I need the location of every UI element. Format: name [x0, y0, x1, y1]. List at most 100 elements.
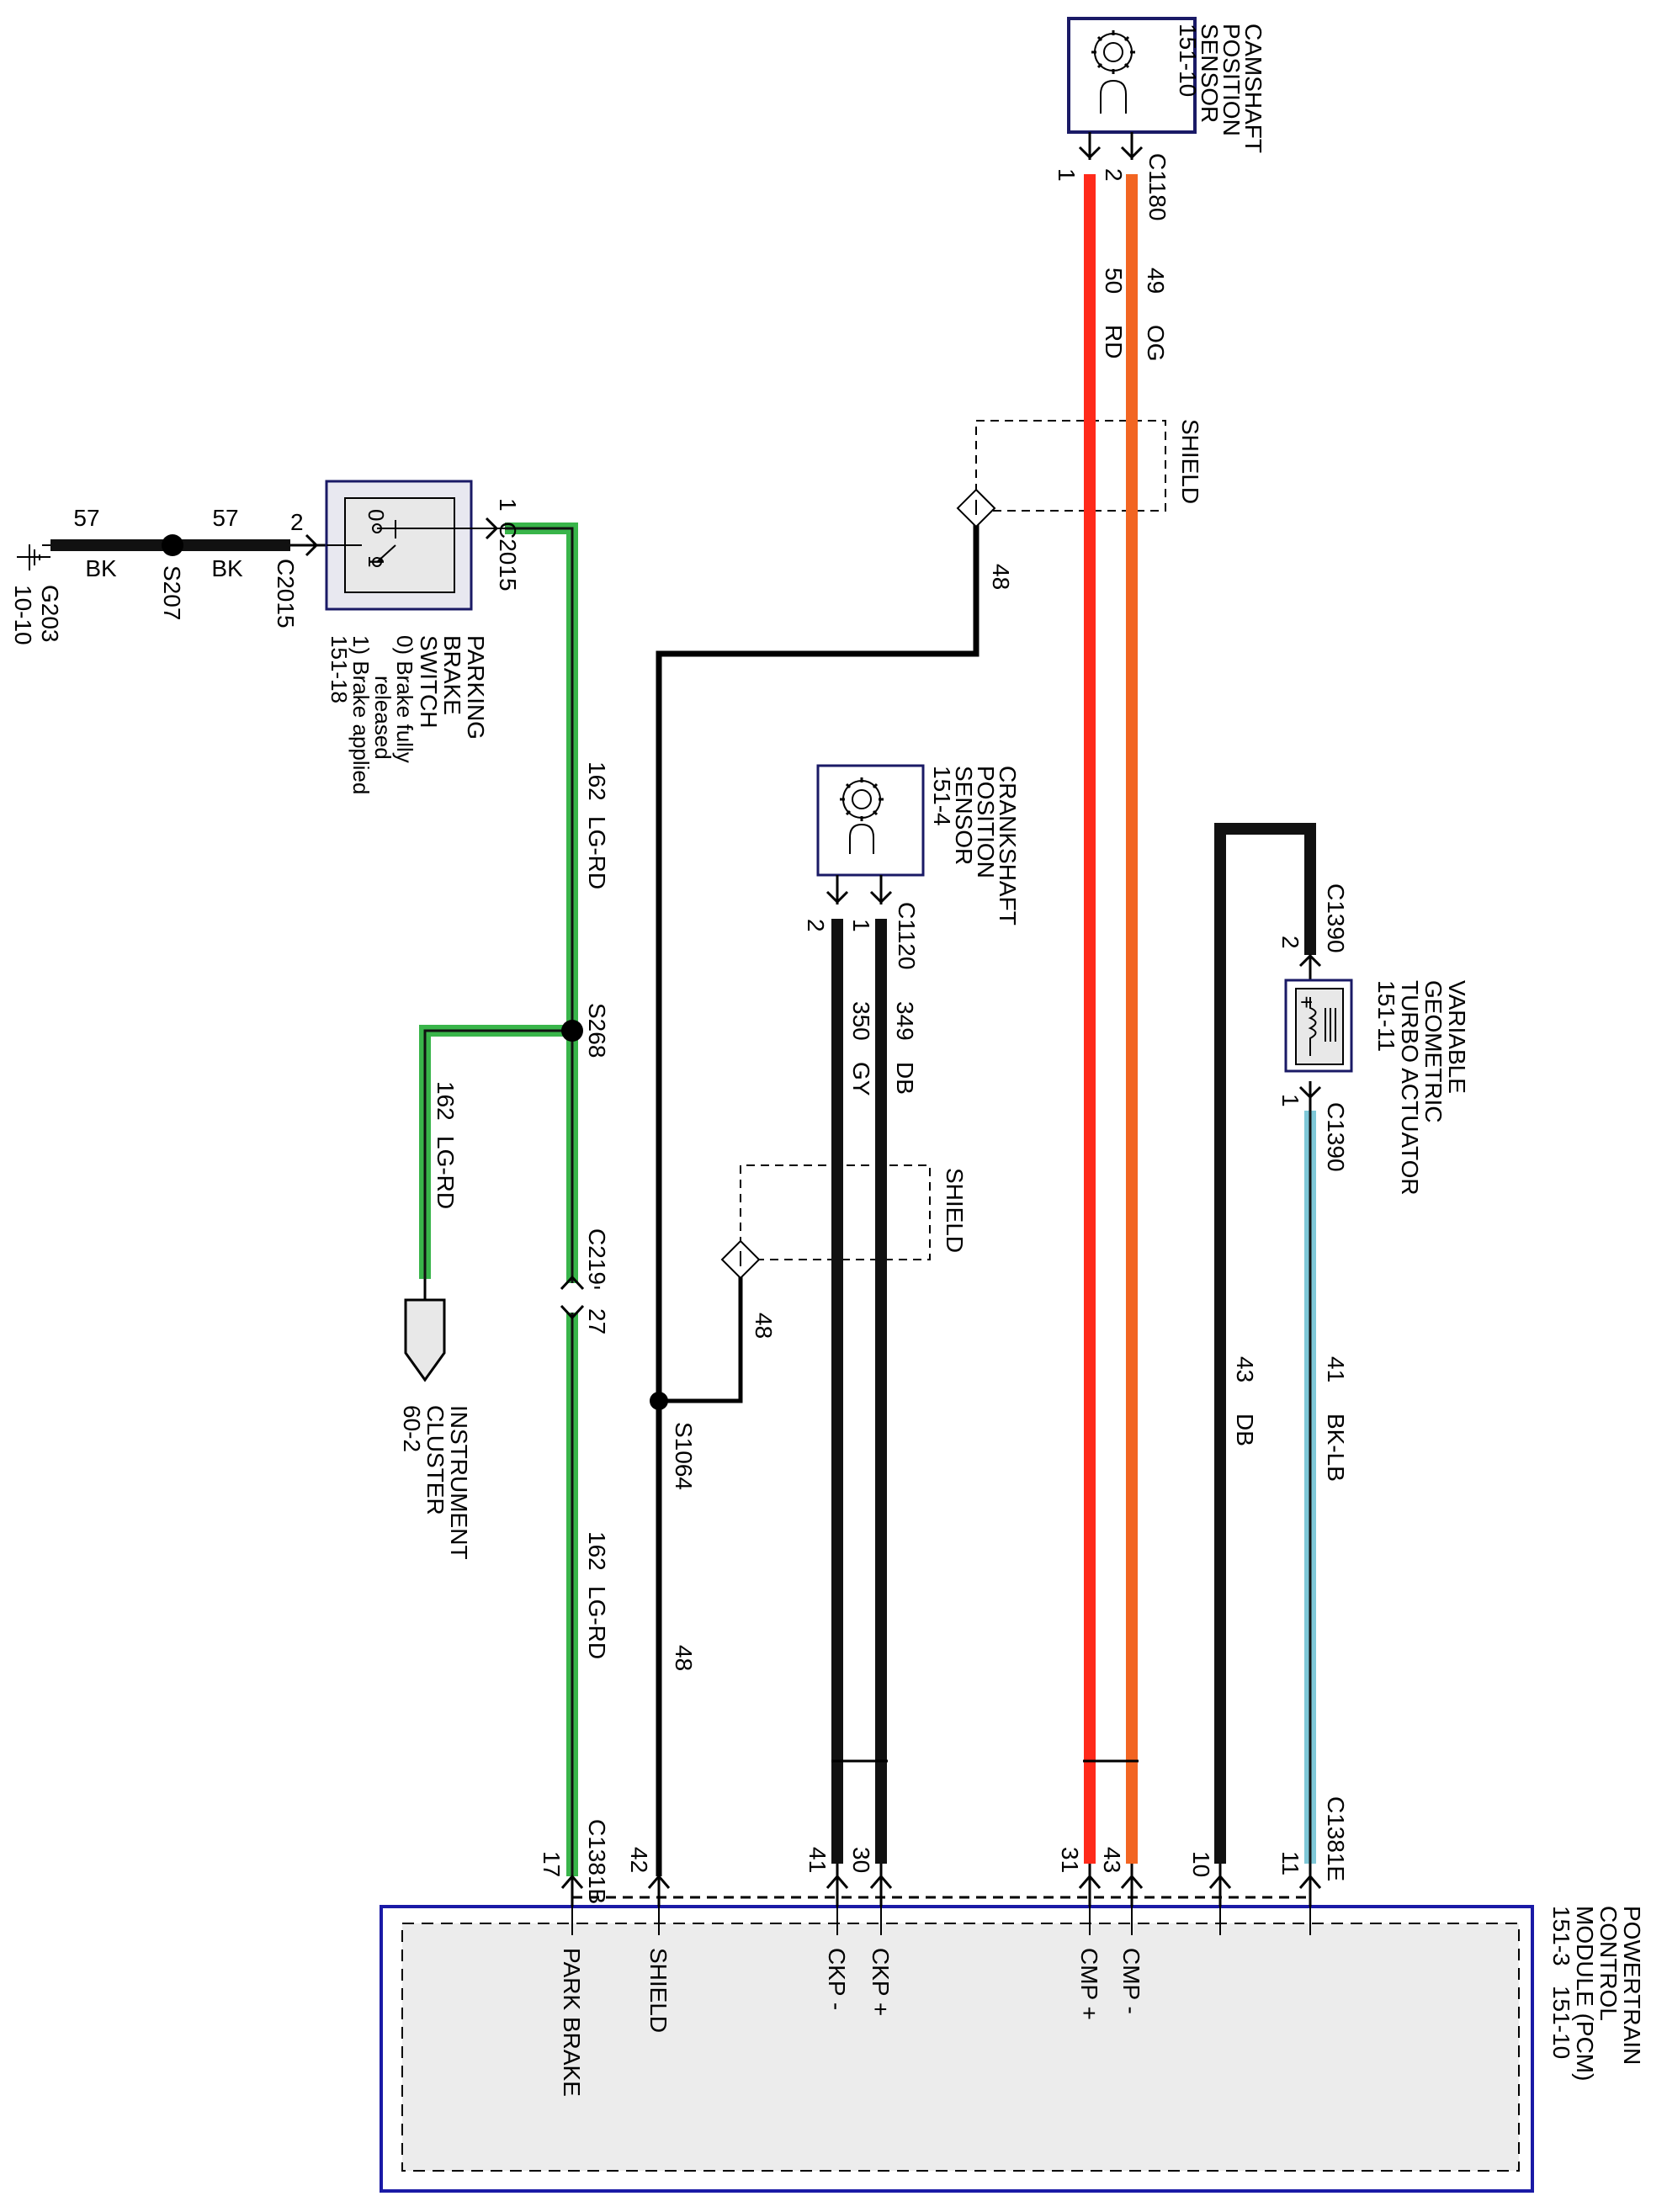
ground-circuit: [17, 533, 328, 570]
pcm-labels: POWERTRAIN CONTROL MODULE (PCM) 151-3 15…: [559, 1906, 1645, 2097]
diagram-polyline: [505, 527, 574, 1031]
label-shield_circuit-num: 48: [751, 1313, 777, 1339]
label-crank_sensor-wire_b_num: 349: [892, 1001, 918, 1041]
label-turbo-name3: TURBO ACTUATOR: [1397, 980, 1423, 1196]
label-parking_switch-state0a: 0) Brake fully: [392, 635, 417, 763]
label-shield_circuit-num: 48: [671, 1645, 697, 1671]
label-pcm-pins-5-pin: 43: [1099, 1847, 1125, 1873]
pin-label-cmp-plus: CMP +: [1076, 1948, 1102, 2020]
diagram-path: [1091, 30, 1135, 74]
diagram-path: [647, 1874, 671, 1889]
instrument-cluster: [404, 1279, 446, 1382]
label-instrument_cluster-name1: INSTRUMENT: [446, 1405, 472, 1560]
label-turbo-wire_a_color: DB: [1232, 1414, 1258, 1446]
label-parking_switch-pos1: 1: [364, 555, 389, 567]
label-cam_sensor-pin1: 1: [1054, 168, 1080, 182]
label-park_circuit-num: 162: [584, 761, 610, 801]
label-pcm-pins-3-pin: 30: [848, 1847, 874, 1873]
label-instrument_cluster-name2: CLUSTER: [422, 1405, 449, 1515]
cam-wires: [1078, 174, 1144, 1907]
label-turbo-name2: GEOMETRIC: [1420, 980, 1447, 1123]
label-pcm-pins-1-pin: 42: [626, 1847, 652, 1873]
label-pcm-pins-7-pin: 11: [1277, 1851, 1303, 1875]
diagram-path: [840, 777, 884, 821]
diagram-path: [1078, 146, 1144, 160]
cam-sensor: [1067, 17, 1197, 160]
label-shield_circuit-label: SHIELD: [1177, 419, 1203, 504]
wire-57-num-2: 57: [212, 505, 238, 531]
parking-switch-labels: 2 C2015 1 C2015 0 1 PARKING BRAKE SWITCH…: [273, 498, 521, 794]
label-park_circuit-inline: C219: [584, 1228, 610, 1285]
pcm-inner-box: [401, 1923, 1520, 2172]
label-pcm-pins-4-pin: 31: [1057, 1847, 1083, 1873]
diagram-rect: [1067, 17, 1197, 134]
label-cam_sensor-name1: CAMSHAFT: [1240, 24, 1266, 153]
label-turbo-wire_b_num: 41: [1323, 1356, 1349, 1382]
diagram-polyline: [1214, 823, 1316, 1864]
label-cam_sensor-wire_b_color: OG: [1143, 325, 1169, 362]
label-cam_sensor-pin2: 2: [1101, 168, 1127, 182]
label-text: -: [593, 1273, 601, 1299]
label-park_circuit-inline_pin: 27: [584, 1308, 610, 1334]
diagram-circle: [372, 557, 382, 567]
label-cam_sensor-name3: SENSOR: [1197, 24, 1223, 123]
diagram-circle: [1103, 42, 1123, 62]
diagram-path: [376, 520, 412, 563]
shield-circuit: [647, 420, 1166, 1907]
diagram-path: [1298, 1874, 1322, 1889]
solenoid-icon: [1308, 997, 1336, 1056]
label-parking_switch-pin_left: 2: [290, 509, 304, 535]
label-park_circuit-color: LG-RD: [584, 816, 610, 889]
label-turbo-connector_top: C1390: [1323, 883, 1349, 953]
diagram-circle: [852, 789, 872, 809]
ground-id: G203: [37, 585, 63, 643]
ground-labels: G203 10-10 57 BK 57 BK S207: [10, 505, 243, 645]
label-crank_sensor-connector: C1120: [894, 902, 920, 969]
label-parking_switch-pin_right: 1: [495, 498, 521, 512]
label-pcm-name2: CONTROL: [1595, 1906, 1622, 2021]
label-crank_sensor-name3: SENSOR: [951, 766, 977, 865]
label-parking_switch-state1: 1) Brake applied: [348, 635, 374, 794]
pin-label-cmp-minus: CMP -: [1118, 1948, 1144, 2014]
label-cam_sensor-connector: C1180: [1144, 153, 1171, 220]
diagram-path: [404, 1298, 446, 1382]
crank-labels: CRANKSHAFT POSITION SENSOR 151-4 C1120 2…: [803, 766, 1021, 1873]
label-park_circuit-color: LG-RD: [584, 1586, 610, 1659]
label-parking_switch-conn_left: C2015: [273, 559, 299, 629]
crank-sensor: [816, 764, 925, 904]
label-park_circuit-color: LG-RD: [433, 1136, 459, 1209]
label-pcm-name1: POWERTRAIN: [1619, 1906, 1645, 2065]
diagram-path: [1078, 1874, 1144, 1889]
label-cam_sensor-wire_a_color: RD: [1101, 325, 1127, 358]
label-turbo-name1: VARIABLE: [1444, 980, 1470, 1094]
label-parking_switch-state0b: released: [370, 676, 396, 760]
label-turbo-pin_bottom: 1: [1277, 1094, 1303, 1107]
turbo-circuit: [1208, 823, 1322, 1907]
pin-label-park-brake: PARK BRAKE: [559, 1948, 585, 2097]
diagram-path: [485, 517, 499, 540]
diagram-path: [826, 1874, 893, 1889]
label-crank_sensor-name2: POSITION: [973, 766, 999, 878]
park-brake-circuit: [419, 522, 585, 1907]
diagram-path: [1298, 1085, 1322, 1100]
diagram-path: [849, 823, 874, 854]
crank-wires: [826, 919, 893, 1907]
label-parking_switch-conn_right: C2015: [495, 522, 521, 591]
label-parking_switch-page: 151-18: [326, 635, 352, 703]
sensor-gear-icon: [840, 777, 884, 854]
label-crank_sensor-name1: CRANKSHAFT: [995, 766, 1021, 926]
diagram-path: [1308, 997, 1317, 1056]
pin-label-ckp-plus: CKP +: [868, 1948, 894, 2016]
label-parking_switch-pos0: 0: [364, 509, 389, 521]
label-crank_sensor-wire_b_color: DB: [892, 1062, 918, 1095]
label-pcm-name3: MODULE (PCM): [1572, 1906, 1598, 2081]
label-parking_switch-name3: SWITCH: [416, 635, 442, 728]
diagram-path: [1100, 79, 1127, 114]
label-pcm-pins-0-pin: 17: [539, 1851, 565, 1877]
turbo-actuator: [1284, 979, 1353, 1073]
label-park_circuit-splice: S268: [584, 1003, 610, 1058]
ground-page: 10-10: [10, 585, 36, 645]
splice-s207: [162, 534, 183, 556]
label-parking_switch-name1: PARKING: [463, 635, 489, 740]
